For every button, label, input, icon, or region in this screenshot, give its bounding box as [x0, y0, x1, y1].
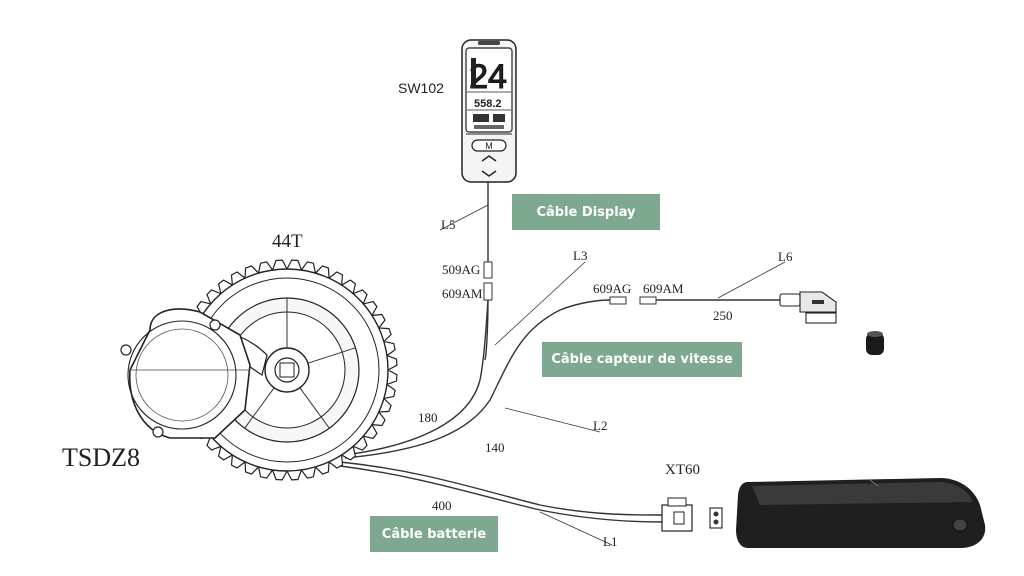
connector-609am-mid-label: 609AM [643, 281, 684, 296]
length-140-label: 140 [485, 440, 505, 455]
connector-509ag-label: 509AG [442, 262, 480, 277]
display-cable [439, 182, 493, 361]
sw102-label: SW102 [398, 80, 444, 96]
connector-609am-label: 609AM [442, 286, 483, 301]
l6-label: L6 [778, 249, 793, 264]
motor-cables [339, 261, 663, 546]
battery [736, 478, 986, 548]
down-button-icon[interactable] [481, 170, 497, 177]
callout-battery-cable: Câble batterie [370, 516, 498, 552]
spoke-magnet [866, 331, 884, 355]
l1-label: L1 [603, 534, 617, 549]
callout-display-cable: Câble Display [512, 194, 660, 230]
xt60-label: XT60 [665, 462, 700, 478]
mode-button[interactable] [471, 139, 507, 152]
speed-sensor-cable [609, 261, 786, 305]
mode-button-label: M [485, 141, 493, 151]
length-400-label: 400 [432, 498, 452, 513]
tsdz8-motor [120, 259, 398, 481]
tsdz8-label: TSDZ8 [62, 443, 140, 472]
xt60-connector [661, 497, 723, 532]
length-250-label: 250 [713, 308, 733, 323]
chainring-spoke [244, 387, 275, 429]
l2-label: L2 [593, 418, 607, 433]
callout-speed-sensor-cable: Câble capteur de vitesse [542, 342, 742, 377]
sw102-display: 24 558.2 M [461, 39, 517, 183]
l5-label: L5 [441, 217, 455, 232]
length-180-label: 180 [418, 410, 438, 425]
chainring-spoke [299, 387, 330, 429]
chainring-spoke [307, 347, 356, 364]
l3-label: L3 [573, 248, 587, 263]
up-button-icon[interactable] [481, 155, 497, 162]
display-odometer: 558.2 [474, 98, 502, 110]
chainring-44t-label: 44T [272, 231, 303, 252]
speed-sensor [779, 291, 837, 324]
connector-609ag-label: 609AG [593, 281, 631, 296]
